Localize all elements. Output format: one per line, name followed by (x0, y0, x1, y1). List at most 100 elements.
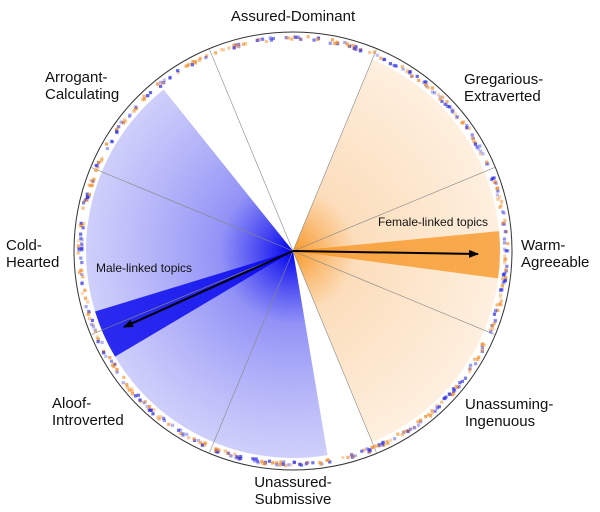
topic-dot (454, 384, 458, 389)
topic-dot (261, 37, 265, 41)
label-gregarious-extraverted: Gregarious- Extraverted (464, 71, 543, 105)
topic-dot (80, 268, 84, 272)
topic-dot (134, 105, 138, 109)
topic-dot (79, 221, 83, 225)
topic-dot (430, 90, 435, 94)
label-line: Agreeable (521, 254, 589, 271)
female-arrow (292, 249, 479, 258)
topic-dot (86, 312, 90, 316)
topic-dot (200, 443, 205, 447)
topic-dot (234, 456, 238, 460)
topic-dot (158, 415, 163, 419)
topic-dot (479, 149, 483, 153)
topic-dot (341, 455, 345, 460)
topic-dot (499, 292, 503, 296)
topic-dot (122, 375, 126, 379)
topic-dot (481, 343, 485, 347)
topic-dot (492, 180, 497, 184)
topic-dot (82, 222, 86, 226)
topic-dot (481, 152, 485, 156)
topic-dot (299, 37, 303, 42)
topic-dot (76, 244, 80, 248)
topic-dot (503, 254, 507, 258)
topic-dot (111, 363, 115, 367)
topic-dot (161, 416, 166, 420)
label-line: Submissive (255, 491, 332, 508)
topic-dot (122, 118, 127, 122)
topic-dot (91, 325, 96, 329)
label-line: Unassuming- (465, 396, 553, 413)
topic-dot (433, 409, 437, 413)
topic-dot (229, 454, 233, 458)
topic-dot (485, 162, 489, 166)
topic-dot (257, 37, 261, 41)
topic-dot (328, 41, 332, 45)
topic-dot (236, 42, 241, 46)
topic-dot (181, 432, 185, 436)
topic-dot (470, 136, 475, 141)
label-line: Unassured- (254, 474, 332, 491)
topic-dot (286, 36, 290, 40)
topic-dot (268, 36, 272, 40)
topic-dot (406, 430, 410, 434)
topic-dot (204, 55, 208, 60)
topic-dot (465, 126, 469, 130)
topic-dot (506, 242, 510, 246)
topic-dot (396, 432, 400, 436)
topic-dot (96, 337, 101, 341)
topic-dot (467, 370, 472, 374)
topic-dot (105, 146, 109, 151)
topic-dot (86, 195, 90, 199)
topic-dot (455, 116, 459, 120)
topic-dot (380, 441, 385, 445)
topic-dot (405, 68, 410, 72)
topic-dot (233, 452, 237, 456)
topic-dot (416, 420, 420, 424)
topic-dot (124, 119, 128, 123)
topic-dot (81, 201, 86, 205)
topic-dot (493, 318, 497, 323)
topic-dot (94, 168, 98, 172)
topic-dot (235, 44, 240, 48)
label-line: Extraverted (464, 88, 541, 105)
topic-dot (254, 457, 258, 461)
topic-dot (241, 42, 245, 46)
topic-dot (489, 330, 493, 334)
topic-dot (95, 164, 99, 168)
topic-dot (501, 221, 506, 225)
topic-dot (458, 381, 462, 385)
topic-dot (503, 261, 507, 265)
topic-dot (219, 48, 223, 52)
label-warm-agreeable: Warm- Agreeable (521, 237, 589, 271)
topic-dot (130, 392, 135, 396)
topic-dot (503, 230, 507, 234)
topic-dot (87, 316, 91, 321)
topic-dot (502, 273, 506, 277)
topic-dot (499, 303, 503, 307)
topic-dot (236, 43, 240, 47)
topic-dot (85, 196, 89, 200)
topic-dot (87, 194, 91, 198)
topic-dot (170, 423, 175, 427)
topic-dot (499, 203, 503, 207)
topic-dot (110, 140, 114, 144)
topic-dot (217, 448, 221, 452)
topic-dot (234, 43, 238, 47)
topic-dot (282, 460, 286, 464)
topic-dot (476, 355, 481, 359)
topic-dot (184, 64, 188, 68)
topic-dot (176, 428, 181, 432)
topic-dot (100, 157, 104, 161)
topic-dot (80, 243, 84, 247)
topic-dot (127, 114, 132, 118)
topic-dot (95, 335, 99, 339)
topic-dot (279, 460, 283, 464)
octant-divider (209, 49, 294, 252)
topic-dot (474, 362, 478, 366)
topic-dot (191, 60, 195, 64)
topic-dot (438, 95, 442, 99)
topic-dot (498, 205, 502, 209)
topic-dot (416, 423, 421, 427)
topic-dot (440, 99, 444, 103)
